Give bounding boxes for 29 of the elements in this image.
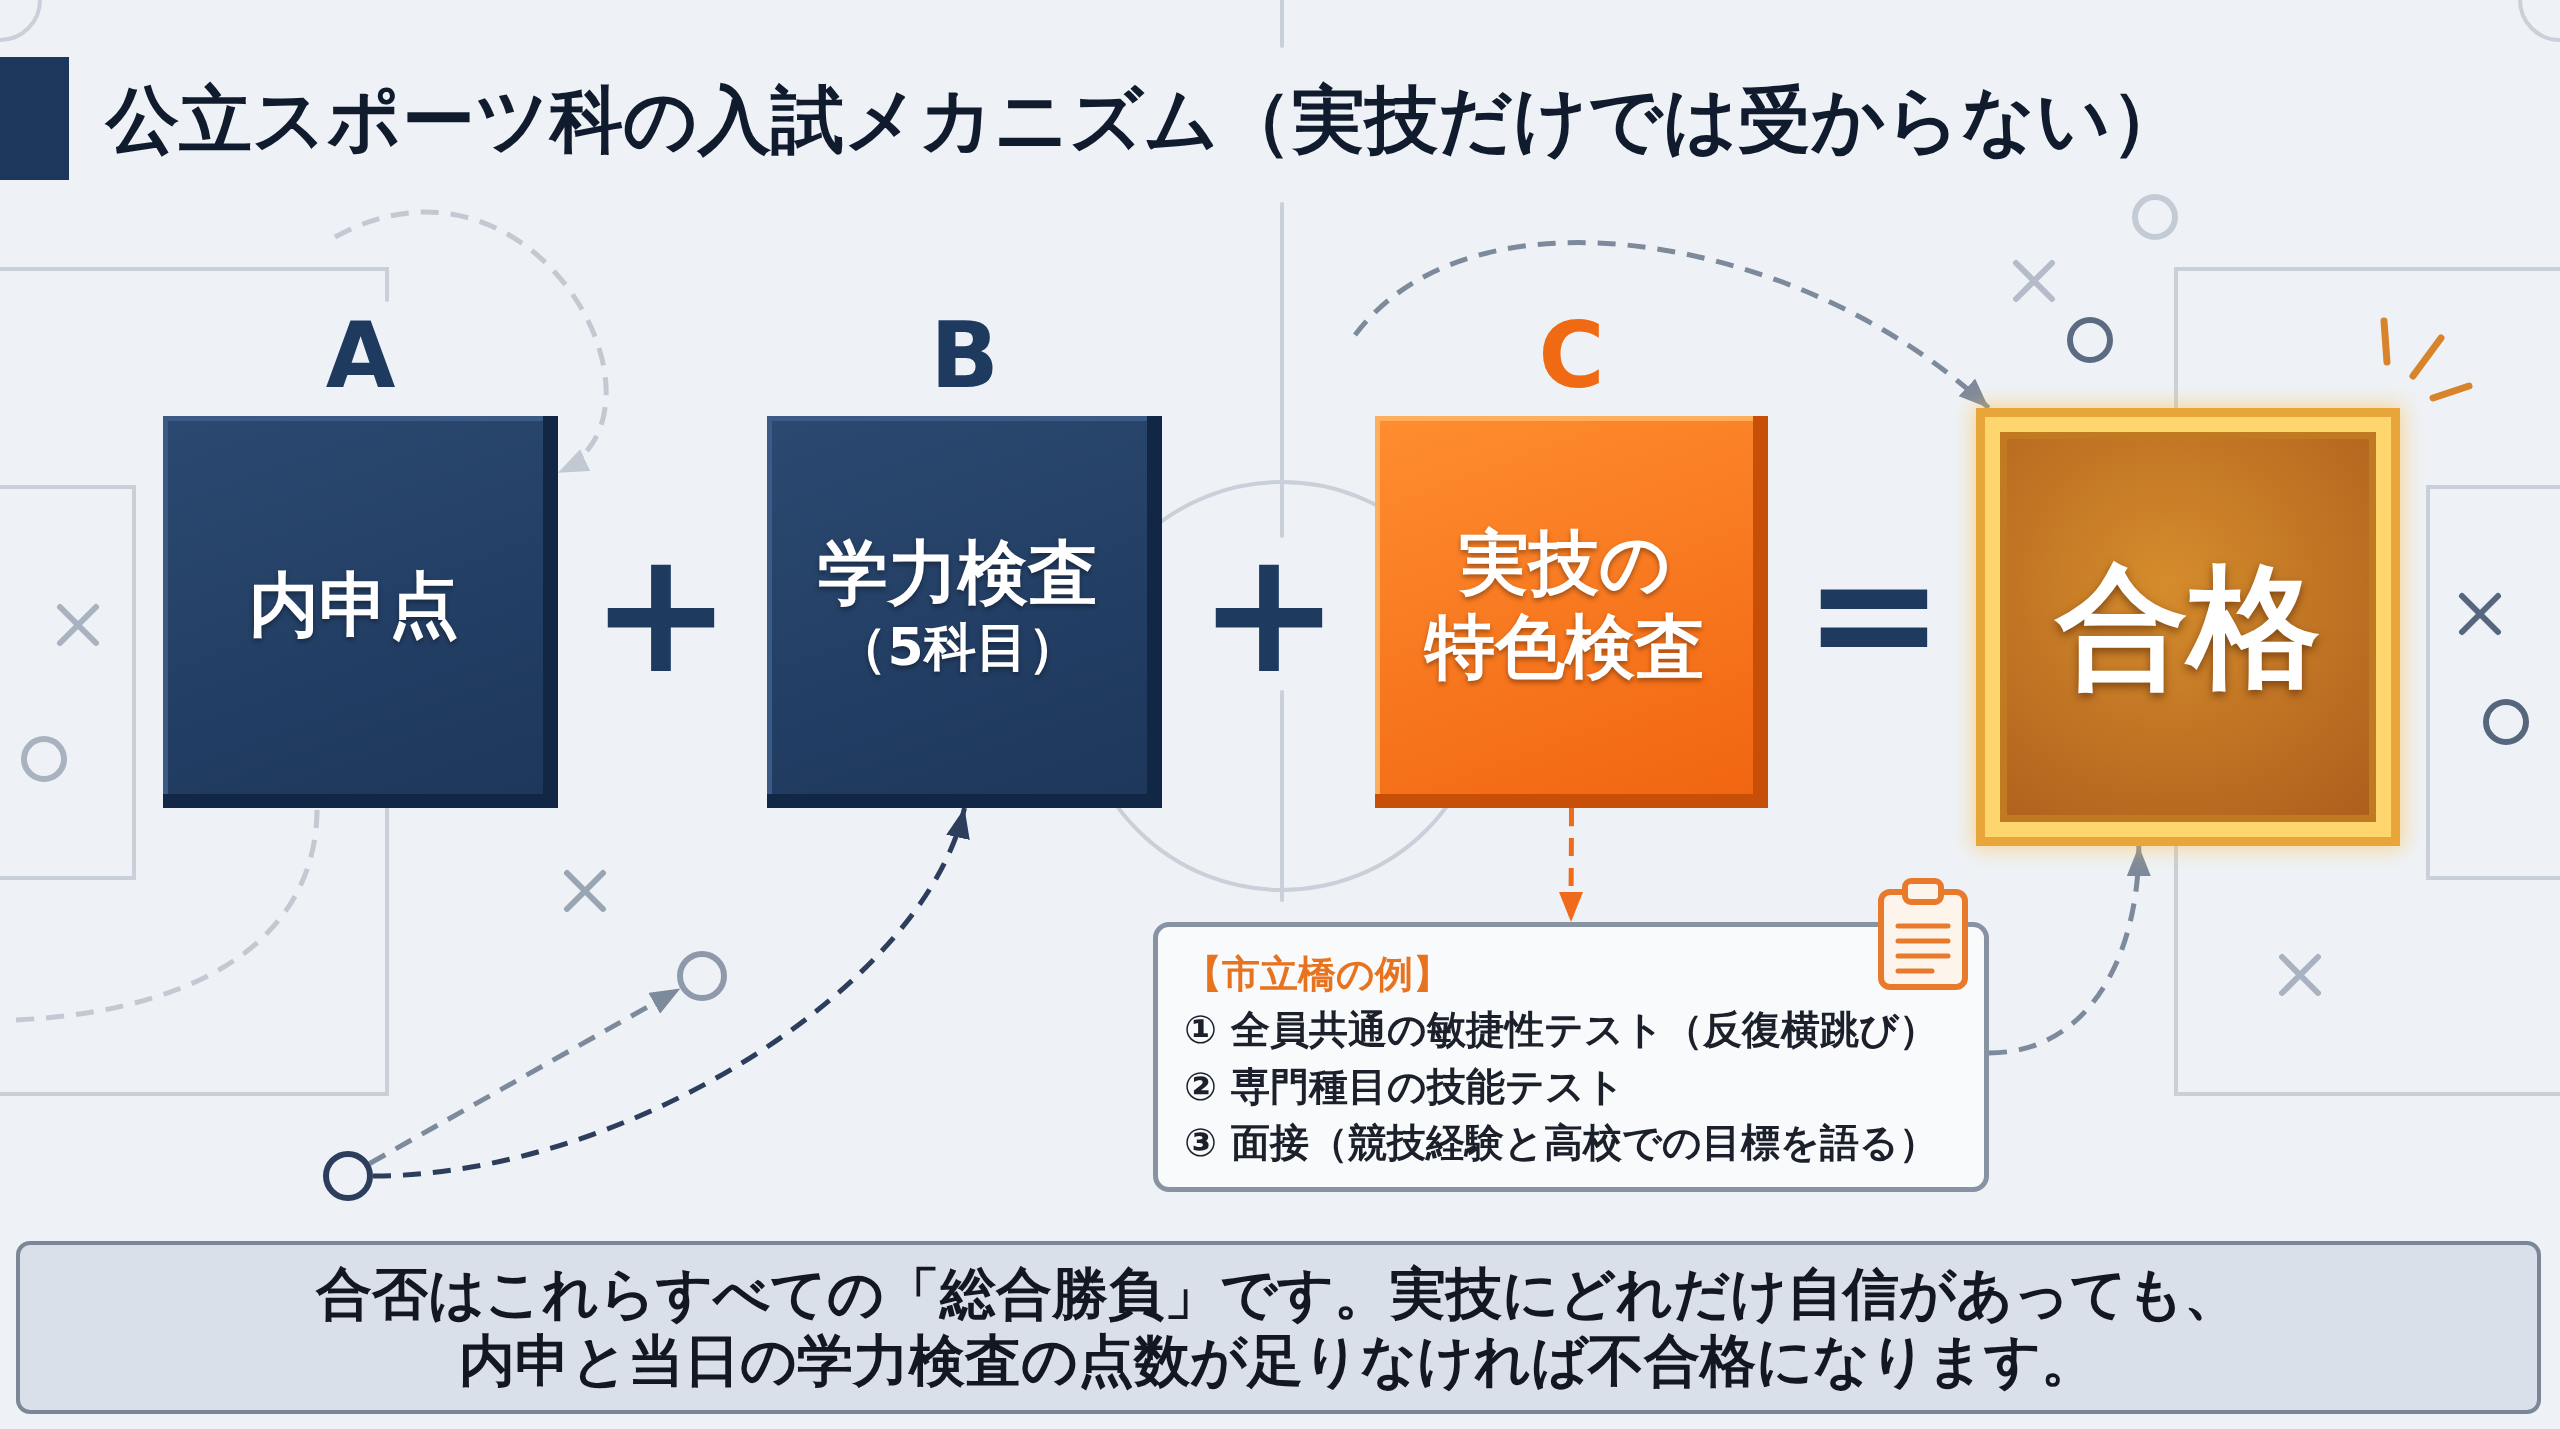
block-letter: A (325, 311, 396, 401)
dashed-arrow (1988, 845, 2150, 1056)
circle-marker (677, 951, 727, 1001)
operator-sign: + (589, 544, 733, 680)
dashed-line (15, 807, 320, 1023)
block-title: 内申点 (248, 563, 459, 647)
list-item: ① 全員共通の敏捷性テスト（反復横跳び） (1184, 1006, 1938, 1055)
page-title: 公立スポーツ科の入試メカニズム（実技だけでは受からない） (106, 78, 2184, 162)
block-letter: B (930, 311, 999, 401)
block-letter: C (1538, 311, 1605, 401)
operator-sign: = (1802, 544, 1946, 680)
panel-heading: 【市立橋の例】 (1184, 951, 1451, 998)
example-panel (1153, 922, 1989, 1192)
summary-banner (16, 1241, 2541, 1414)
dashed-arrow (372, 807, 967, 1179)
block-title: 学力検査 (817, 530, 1098, 615)
banner-text: 合否はこれらすべての「総合勝負」です。実技にどれだけ自信があっても、内申と当日の学力検査の点数が足りなければ不合格になります。 (315, 1261, 2242, 1394)
operator-sign: + (1197, 544, 1341, 680)
block-title: 合格 (2056, 554, 2320, 700)
list-item: ③ 面接（競技経験と高校での目標を語る） (1184, 1119, 1938, 1168)
block-subtitle: （5科目） (835, 615, 1080, 679)
block-title: 実技の特色検査 (1422, 521, 1706, 689)
dashed-arrow (1353, 240, 1991, 410)
dashed-arrow (334, 209, 609, 475)
dashed-arrow (1559, 808, 1584, 922)
framed-block (1976, 408, 2400, 846)
list-item: ② 専門種目の技能テスト (1184, 1062, 1625, 1111)
dashed-arrow (368, 986, 682, 1166)
circle-marker (323, 1151, 373, 1201)
